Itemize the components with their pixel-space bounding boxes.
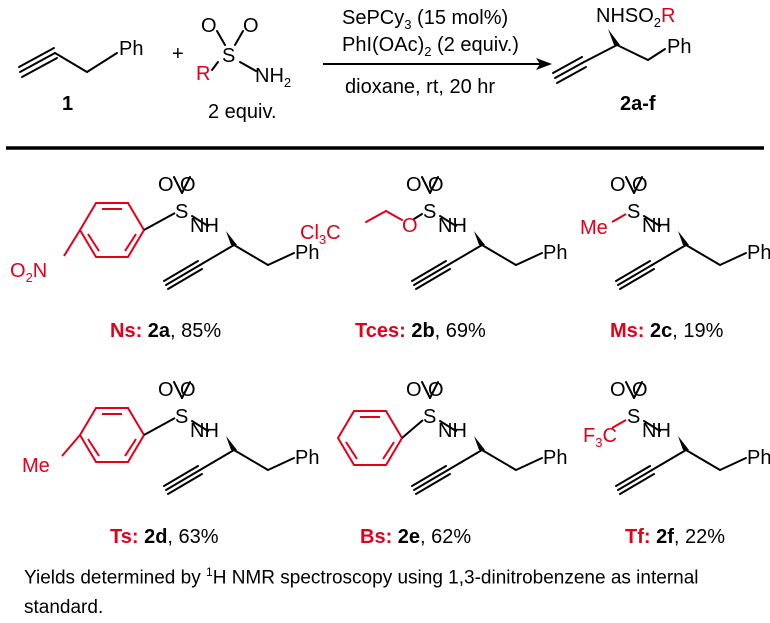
oxygen-atom: O xyxy=(201,15,217,37)
ester-oxygen: O xyxy=(402,215,418,237)
amine-nh: NH xyxy=(438,215,467,237)
equiv-label: 2 equiv. xyxy=(208,101,277,123)
methyl-group: Me xyxy=(580,217,608,239)
oxygen-atom: O xyxy=(180,379,196,401)
amine-nh: NH2 xyxy=(255,65,291,90)
sulfur-atom: S xyxy=(222,45,235,67)
r-group: R xyxy=(196,63,210,85)
oxygen-atom: O xyxy=(632,174,648,196)
trichloroethyl-group: Cl3C xyxy=(300,222,341,247)
sulfur-atom: S xyxy=(627,201,640,223)
oxygen-atom: O xyxy=(243,15,259,37)
oxygen-atom: O xyxy=(406,174,422,196)
sulfur-atom: S xyxy=(175,201,188,223)
sulfur-atom: S xyxy=(423,201,436,223)
oxygen-atom: O xyxy=(158,379,174,401)
oxygen-atom: O xyxy=(632,379,648,401)
amine-nh: NH xyxy=(438,420,467,442)
oxygen-atom: O xyxy=(406,379,422,401)
sulfur-atom: S xyxy=(627,406,640,428)
product-label: 2a-f xyxy=(620,93,656,115)
phenyl-label: Ph xyxy=(747,242,770,264)
yield-caption: Tf: 2f, 22% xyxy=(625,526,725,548)
yield-caption: Ms: 2c, 19% xyxy=(610,320,724,342)
amine-nh: NH xyxy=(642,215,671,237)
structure-2c: S O O NH Ph Me Ms: 2c, 19% xyxy=(580,174,770,342)
nitro-group: O2N xyxy=(10,260,47,285)
structure-2a: S O O NH Ph O2N Ns: 2a, 85% xyxy=(10,174,319,342)
oxygen-atom: O xyxy=(610,379,626,401)
phenyl-label: Ph xyxy=(543,447,567,469)
sulfur-atom: S xyxy=(423,406,436,428)
amine-nh: NH xyxy=(642,420,671,442)
yield-caption: Bs: 2e, 62% xyxy=(360,526,471,548)
catalyst-text: SePCy3 (15 mol%) xyxy=(342,7,508,32)
footnote: Yields determined by 1H NMR spectroscopy… xyxy=(24,565,699,619)
solvent-text: dioxane, rt, 20 hr xyxy=(345,76,495,98)
plus-sign: + xyxy=(172,43,184,65)
oxygen-atom: O xyxy=(158,174,174,196)
sulfur-atom: S xyxy=(175,406,188,428)
oxygen-atom: O xyxy=(428,379,444,401)
yield-caption: Ns: 2a, 85% xyxy=(110,320,221,342)
yield-caption: Tces: 2b, 69% xyxy=(355,320,486,342)
methyl-group: Me xyxy=(22,455,50,477)
amine-nh: NH xyxy=(190,420,219,442)
arrow-head xyxy=(536,58,552,70)
structure-2e: S O O NH Ph Bs: 2e, 62% xyxy=(337,379,567,548)
yield-caption: Ts: 2d, 63% xyxy=(110,526,219,548)
trifluoromethyl-group: F3C xyxy=(583,425,617,450)
compound-1-label: 1 xyxy=(62,93,73,115)
structure-2f: S O O NH Ph F3C Tf: 2f, 22% xyxy=(583,379,770,548)
phenyl-label: Ph xyxy=(295,447,319,469)
oxygen-atom: O xyxy=(610,174,626,196)
oxygen-atom: O xyxy=(180,174,196,196)
product-phenyl: Ph xyxy=(667,36,691,58)
oxygen-atom: O xyxy=(428,174,444,196)
product-nhso2r: NHSO2R xyxy=(596,5,675,30)
structure-2d: S O O NH Ph Me Ts: 2d, 63% xyxy=(22,379,319,548)
phenyl-label: Ph xyxy=(543,242,567,264)
phenyl-label: Ph xyxy=(295,242,319,264)
product-general: NHSO2R Ph 2a-f xyxy=(552,5,691,115)
oxidant-text: PhI(OAc)2 (2 equiv.) xyxy=(342,34,519,59)
phenyl-label: Ph xyxy=(119,38,143,60)
reactant-2-sulfonamide: S O O R NH2 2 equiv. xyxy=(196,15,291,123)
reactant-1: Ph 1 xyxy=(18,38,143,115)
structure-2b: S O O O NH Ph Cl3C Tces: 2b, 69% xyxy=(300,174,567,342)
reaction-conditions: SePCy3 (15 mol%) PhI(OAc)2 (2 equiv.) di… xyxy=(323,7,552,98)
amine-nh: NH xyxy=(190,215,219,237)
phenyl-label: Ph xyxy=(747,447,770,469)
